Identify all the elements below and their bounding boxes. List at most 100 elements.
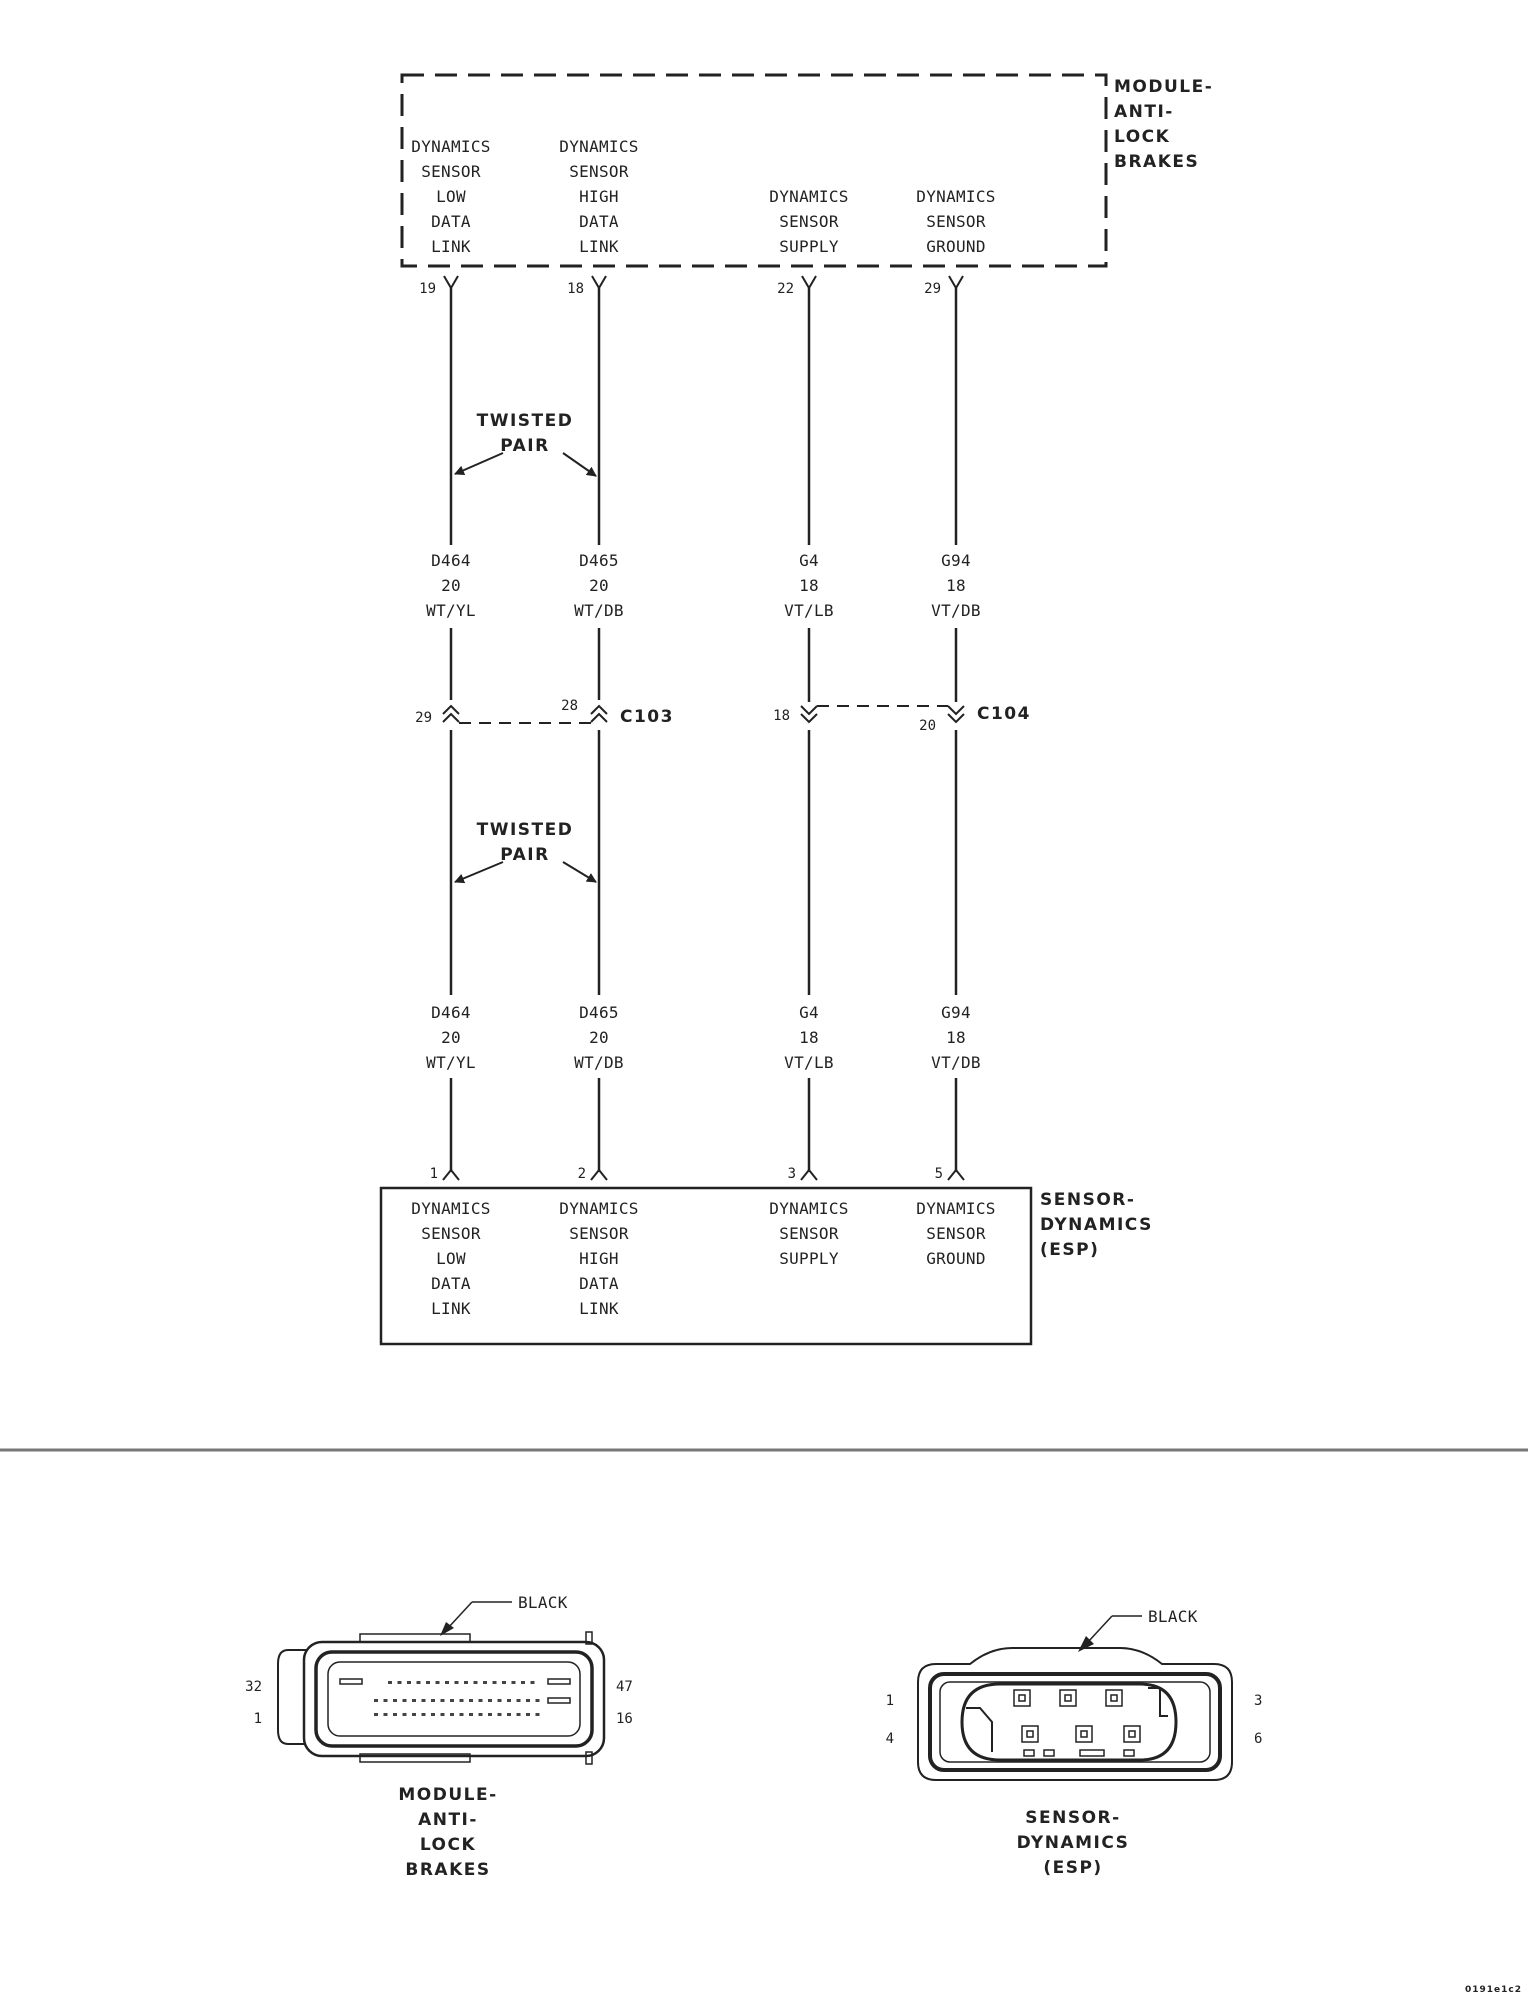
wire-code: D465 — [579, 1003, 619, 1022]
connector-c104: 18 20 C104 — [773, 704, 1029, 734]
wire-gauge: 20 — [441, 1028, 461, 1047]
abs-view-label-line: LOCK — [420, 1835, 476, 1855]
wire-code: G4 — [799, 551, 819, 570]
c103-terminal-symbol — [590, 704, 608, 723]
abs-pin-cavity — [516, 1713, 521, 1716]
terminal-text: LINK — [431, 1299, 471, 1318]
esp-connector-shell-inner — [928, 1672, 1222, 1772]
abs-connector-view: BLACK 32 1 47 16 MODULE- ANTI- LOCK BRAK… — [245, 1593, 633, 1880]
wire-code: G4 — [799, 1003, 819, 1022]
wire-gauge: 18 — [799, 1028, 819, 1047]
abs-pin-cavity — [488, 1699, 492, 1702]
abs-pin-cavity — [469, 1713, 473, 1716]
twisted-pair-label: TWISTED — [477, 411, 574, 431]
abs-connector-shell-outer — [302, 1640, 606, 1758]
abs-module-box — [400, 73, 1108, 268]
wire-color: WT/DB — [574, 1053, 624, 1072]
abs-pin-cavity — [535, 1699, 540, 1702]
c104-pin: 18 — [773, 708, 790, 724]
terminal-text: DYNAMICS — [769, 1199, 848, 1218]
esp-latch-slot — [1079, 1749, 1105, 1757]
abs-pin-cavity — [483, 1681, 487, 1684]
esp-cavity — [1064, 1694, 1072, 1702]
sensor-label: SENSOR- DYNAMICS (ESP) — [1040, 1190, 1151, 1260]
abs-connector-post — [585, 1751, 593, 1765]
abs-connector-shell-inner — [314, 1650, 594, 1748]
esp-cavity — [1026, 1730, 1034, 1738]
terminal-text: DYNAMICS — [559, 1199, 638, 1218]
esp-connector-cavity — [939, 1681, 1211, 1763]
c104-terminal-symbol — [800, 705, 818, 724]
abs-pin-cavity — [478, 1699, 483, 1702]
esp-cavity — [1021, 1725, 1039, 1743]
sensor-terminal-supply: DYNAMICS SENSOR SUPPLY — [769, 1199, 848, 1268]
abs-pin-cavity — [374, 1713, 378, 1716]
esp-cavity — [1075, 1725, 1093, 1743]
terminal-text: LOW — [436, 187, 466, 206]
abs-pin-cavity — [374, 1699, 378, 1702]
abs-view-pin-label: 32 — [245, 1679, 262, 1695]
abs-pin-cavity — [421, 1699, 426, 1702]
wire-gauge: 20 — [441, 576, 461, 595]
terminal-text: DYNAMICS — [559, 137, 638, 156]
abs-connector-key — [339, 1678, 363, 1685]
abs-pin-cavity — [445, 1681, 449, 1684]
c103-pin: 28 — [561, 698, 578, 714]
abs-pin-cavity — [431, 1713, 435, 1716]
terminal-text: DYNAMICS — [916, 187, 995, 206]
abs-view-label-line: ANTI- — [418, 1810, 478, 1830]
abs-pin-cavity — [388, 1681, 392, 1684]
terminal-text: SUPPLY — [779, 237, 839, 256]
abs-terminal-ground: DYNAMICS SENSOR GROUND — [916, 187, 995, 256]
twisted-pair-arrow — [562, 861, 597, 883]
abs-pin-cavity — [440, 1713, 445, 1716]
terminal-text: LINK — [579, 237, 619, 256]
wire-gauge: 20 — [589, 576, 609, 595]
abs-view-label-line: MODULE- — [398, 1785, 497, 1805]
abs-pin-cavity — [459, 1713, 464, 1716]
esp-connector-view: BLACK 1 4 3 6 SENSOR- — [886, 1607, 1263, 1878]
abs-pin-cavity — [535, 1713, 540, 1716]
sensor-pin-number: 2 — [578, 1166, 586, 1182]
terminal-text: HIGH — [579, 187, 619, 206]
abs-view-label-line: BRAKES — [405, 1860, 490, 1880]
sensor-terminal-high-data: DYNAMICS SENSOR HIGH DATA LINK — [559, 1199, 638, 1318]
wire-color: WT/YL — [426, 601, 476, 620]
abs-module-label: MODULE- ANTI- LOCK BRAKES — [1114, 77, 1212, 172]
esp-cavity — [1105, 1689, 1123, 1707]
wire-color: VT/LB — [784, 601, 834, 620]
sensor-box — [379, 1186, 1033, 1346]
abs-pin-number: 18 — [567, 281, 584, 297]
terminal-text: DYNAMICS — [916, 1199, 995, 1218]
abs-pin-cavity — [511, 1681, 516, 1684]
terminal-text: DATA — [431, 1274, 471, 1293]
twisted-pair-arrow — [454, 452, 504, 475]
abs-module-label-line: BRAKES — [1114, 152, 1199, 172]
twisted-pair-lower: TWISTED PAIR — [454, 820, 597, 884]
esp-connector-shell-outer — [917, 1647, 1233, 1781]
terminal-text: DATA — [431, 212, 471, 231]
abs-pin-cavity — [497, 1699, 502, 1702]
abs-pin-cavity — [426, 1681, 430, 1684]
abs-connector-cavity — [327, 1661, 581, 1737]
abs-pin-cavity — [402, 1699, 407, 1702]
terminal-text: LINK — [431, 237, 471, 256]
wire-labels-lower: D464 20 WT/YL D465 20 WT/DB G4 18 VT/LB … — [426, 1003, 980, 1072]
twisted-pair-arrow — [454, 861, 504, 884]
c103-pin: 29 — [415, 710, 432, 726]
abs-pin-number: 22 — [777, 281, 794, 297]
abs-connector-post — [585, 1631, 593, 1645]
abs-view-pin-label: 16 — [616, 1711, 633, 1727]
abs-pin-cavity — [521, 1681, 525, 1684]
terminal-text: SENSOR — [421, 1224, 481, 1243]
terminal-text: SENSOR — [926, 212, 986, 231]
esp-latch-slot — [1043, 1749, 1055, 1757]
terminal-text: DATA — [579, 212, 619, 231]
c104-terminal-symbol — [947, 705, 965, 724]
abs-pin-cavity — [383, 1713, 388, 1716]
abs-pin-cavity — [526, 1699, 530, 1702]
abs-connector-rib — [359, 1753, 471, 1763]
wire-gauge: 18 — [946, 1028, 966, 1047]
abs-pin-cavity — [431, 1699, 435, 1702]
